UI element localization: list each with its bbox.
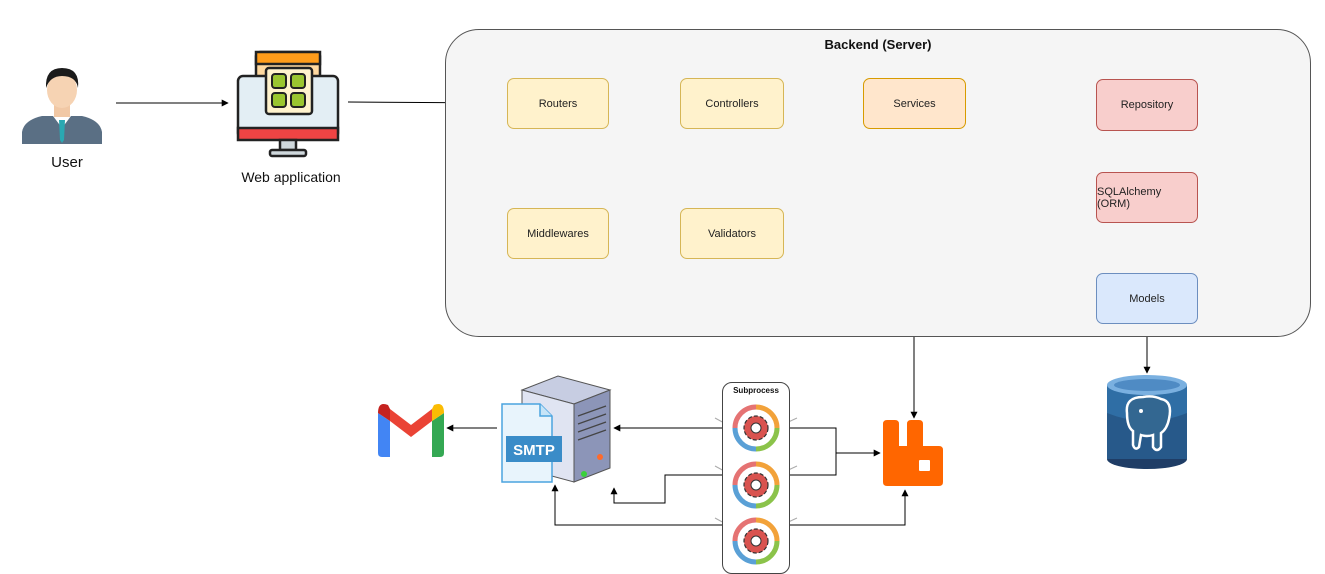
services-node[interactable]: Services xyxy=(863,78,966,129)
arrow-subprocess2-smtp xyxy=(610,474,722,504)
postgresql-icon xyxy=(1107,375,1187,469)
arrow-subprocess3-smtp xyxy=(551,484,722,526)
controllers-node[interactable]: Controllers xyxy=(680,78,784,129)
gmail-icon xyxy=(378,404,444,457)
user-avatar-icon xyxy=(22,68,102,144)
web-application-label: Web application xyxy=(241,169,341,185)
arrow-subprocess3-rabbitmq xyxy=(790,489,909,526)
rabbitmq-icon xyxy=(883,420,943,486)
validators-node[interactable]: Validators xyxy=(680,208,784,259)
repository-node[interactable]: Repository xyxy=(1096,79,1198,131)
subprocess-gear-icon xyxy=(732,404,780,452)
middlewares-node[interactable]: Middlewares xyxy=(507,208,609,259)
link-subprocess1-rabbitmq xyxy=(790,427,837,453)
routers-node[interactable]: Routers xyxy=(507,78,609,129)
web-application-icon xyxy=(236,50,340,158)
backend-title: Backend (Server) xyxy=(824,37,932,52)
smtp-label: SMTP xyxy=(513,442,555,459)
subprocess-gear-icon xyxy=(732,461,780,509)
subprocess-gear-icon xyxy=(732,517,780,565)
models-node[interactable]: Models xyxy=(1096,273,1198,324)
subprocess-title: Subprocess xyxy=(733,386,779,395)
user-label: User xyxy=(51,154,83,171)
link-subprocess2-rabbitmq xyxy=(790,453,837,476)
orm-node[interactable]: SQLAlchemy (ORM) xyxy=(1096,172,1198,223)
smtp-server-icon: SMTP xyxy=(501,375,612,483)
